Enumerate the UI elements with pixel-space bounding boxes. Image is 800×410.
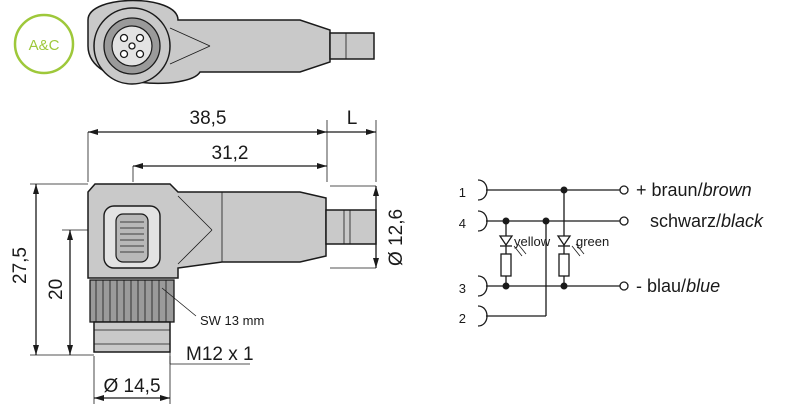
- pin-socket-3: [477, 275, 488, 297]
- pin-number: 2: [459, 311, 466, 326]
- led-yellow-symbol: [498, 235, 514, 247]
- terminal-black: [619, 216, 629, 226]
- cable-length-value: L: [347, 108, 358, 129]
- led-green-symbol: [556, 235, 572, 247]
- junction-dot: [502, 217, 510, 225]
- dimension-nut-diameter: Ø 14,5: [93, 356, 171, 404]
- pin-number: 1: [459, 185, 466, 200]
- wire-label-blue: - blau/blue: [636, 276, 720, 296]
- coupling-nut-knurl: [95, 280, 167, 322]
- dimension-height-total: 27,5: [10, 183, 94, 356]
- side-view-edge: [177, 195, 213, 231]
- junction-dot: [542, 217, 550, 225]
- terminal-brown: [619, 185, 629, 195]
- logo: A&C: [13, 13, 75, 75]
- pin-contact-2: [135, 33, 145, 43]
- dimension-cable-diameter: Ø 12,6: [330, 185, 407, 269]
- pin-socket-1: [477, 179, 488, 201]
- junction-dot: [502, 282, 510, 290]
- led-green: green: [556, 234, 609, 257]
- top-view-edge: [169, 27, 211, 47]
- pin-socket-4: [477, 210, 488, 232]
- dimension-cable-length: L: [327, 108, 377, 182]
- side-view: [87, 183, 377, 353]
- led-yellow-label: yellow: [514, 234, 551, 249]
- body-length-value: 31,2: [212, 143, 249, 164]
- led-green-label: green: [576, 234, 609, 249]
- pin-contact-4: [135, 49, 145, 59]
- top-view: [87, 0, 375, 85]
- thread-label: M12 x 1: [186, 344, 254, 365]
- wrench-size-label: SW 13 mm: [200, 313, 264, 328]
- terminal-blue: [619, 281, 629, 291]
- led-yellow: yellow: [498, 234, 551, 257]
- pin-contact-3: [119, 49, 129, 59]
- pin-number: 4: [459, 216, 466, 231]
- thread-callout: M12 x 1: [169, 344, 254, 365]
- height-body-value: 20: [46, 279, 67, 300]
- wiring-schematic: 1 4 3 2 yellow: [459, 179, 764, 327]
- nut-diameter-value: Ø 14,5: [103, 376, 160, 397]
- junction-dot: [560, 282, 568, 290]
- side-view-grip-lines: [120, 221, 144, 253]
- coupling-nut: [89, 279, 175, 323]
- pin-socket-2: [477, 305, 488, 327]
- resistor-yellow: [500, 253, 512, 277]
- side-view-edge: [177, 229, 213, 265]
- thread-section: [93, 321, 171, 353]
- side-view-latch: [115, 213, 149, 263]
- wrench-size-callout: SW 13 mm: [161, 287, 264, 328]
- resistor-green: [558, 253, 570, 277]
- dimension-body-length: 31,2: [132, 143, 327, 182]
- junction-dot: [560, 186, 568, 194]
- cable-diameter-value: Ø 12,6: [386, 209, 407, 266]
- wire-label-brown: + braun/brown: [636, 180, 752, 200]
- overall-length-value: 38,5: [190, 108, 227, 129]
- pin-number: 3: [459, 281, 466, 296]
- top-view-cable: [329, 32, 375, 60]
- dimension-overall-length: 38,5: [87, 108, 328, 182]
- side-view-cable: [325, 209, 377, 245]
- logo-ring: [13, 13, 75, 75]
- pin-contact-5: [128, 42, 136, 50]
- height-total-value: 27,5: [10, 247, 31, 284]
- wire-label-black: schwarz/black: [650, 211, 764, 231]
- logo-text: A&C: [29, 37, 60, 54]
- dimension-height-body: 20: [46, 229, 88, 355]
- top-view-edge: [169, 45, 211, 65]
- pin-contact-1: [119, 33, 129, 43]
